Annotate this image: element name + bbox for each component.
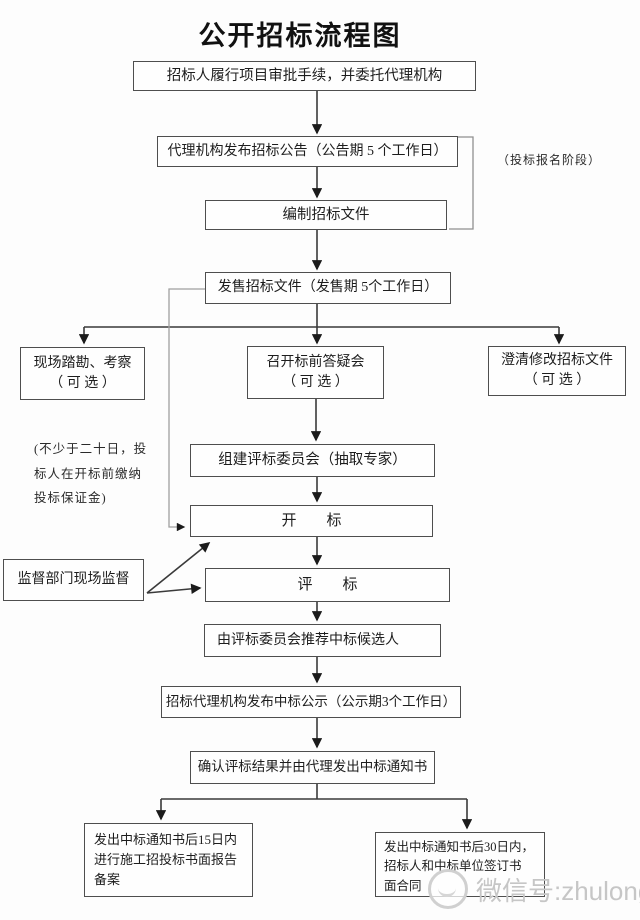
flow-step-prepare-docs: 编制招标文件	[205, 200, 447, 230]
flow-step-bid-evaluation: 评 标	[205, 568, 450, 602]
flow-option-clarify: 澄清修改招标文件 （ 可 选 ）	[488, 346, 626, 396]
flow-option-site-visit: 现场踏勘、考察 （ 可 选 ）	[20, 347, 145, 400]
wechat-badge-icon	[428, 869, 468, 909]
flow-step-bid-opening: 开 标	[190, 505, 433, 537]
stage-note: （投标报名阶段）	[497, 153, 602, 167]
flow-step-sell-docs: 发售招标文件（发售期 5个工作日）	[205, 272, 451, 304]
flow-step-approval: 招标人履行项目审批手续，并委托代理机构	[133, 61, 476, 91]
watermark-text: 微信号:zhulongzj	[476, 875, 640, 906]
flow-step-recommend: 由评标委员会推荐中标候选人	[204, 624, 441, 657]
deposit-note: (不少于二十日，投 标人在开标前缴纳 投标保证金)	[34, 442, 148, 505]
flow-step-committee: 组建评标委员会（抽取专家）	[190, 444, 435, 477]
flow-step-announcement: 代理机构发布招标公告（公告期 5 个工作日）	[157, 136, 458, 167]
flow-option-qa-meeting: 召开标前答疑会 （ 可 选 ）	[247, 346, 384, 399]
page-title: 公开招标流程图	[198, 21, 402, 51]
flow-step-filing: 发出中标通知书后15日内 进行施工招投标书面报告 备案	[84, 823, 253, 897]
flow-step-publicity: 招标代理机构发布中标公示（公示期3个工作日）	[161, 686, 461, 718]
watermark: 微信号:zhulongzj	[428, 864, 640, 914]
flow-side-supervision: 监督部门现场监督	[3, 559, 144, 601]
flow-step-confirm: 确认评标结果并由代理发出中标通知书	[190, 751, 435, 784]
